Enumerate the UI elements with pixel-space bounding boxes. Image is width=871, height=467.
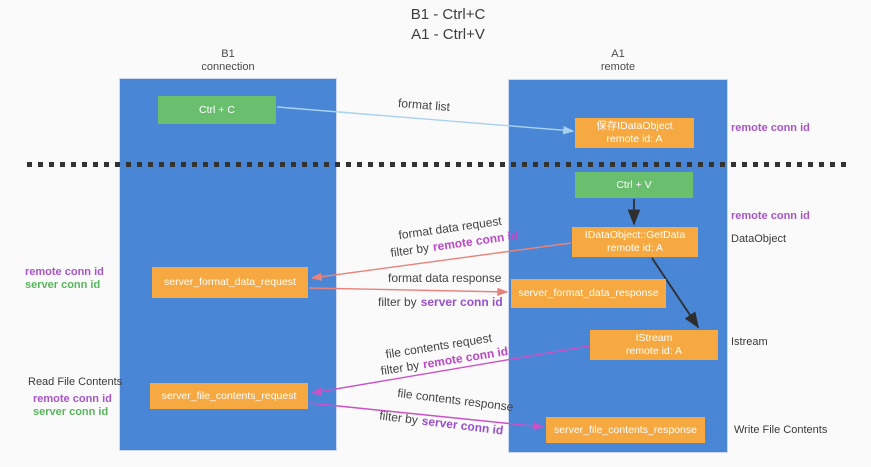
node-idataobject-getdata-remote-id: remote id: A	[606, 242, 664, 254]
server-conn-id-key: server conn id	[420, 413, 505, 438]
lane-b1-title: B1	[221, 48, 235, 60]
filter-by-text: filter by	[389, 240, 430, 260]
node-save-idataobject: 保存IDataObject remote id: A	[575, 118, 694, 148]
diagram-title: B1 - Ctrl+C A1 - Ctrl+V	[248, 5, 648, 45]
lane-a1-title: A1	[611, 48, 625, 60]
annotation-conn-ids-left: remote conn id server conn id	[25, 266, 104, 292]
node-save-idataobject-label: 保存IDataObject	[596, 120, 673, 132]
session-separator-dashed-line	[27, 162, 848, 167]
annotation-remote-conn-id-top-right: remote conn id	[731, 122, 810, 134]
annotation-istream: Istream	[731, 336, 768, 348]
arrow-format-data-response	[308, 287, 509, 297]
annotation-write-file-contents: Write File Contents	[734, 424, 828, 436]
title-line-a1: A1 - Ctrl+V	[411, 26, 485, 43]
node-istream-remote-id: remote id: A	[625, 345, 683, 357]
node-istream: IStream remote id: A	[590, 330, 718, 360]
lane-a1-subtitle: remote	[600, 61, 636, 73]
node-istream-label: IStream	[635, 332, 673, 344]
lane-header-b1: B1 connection	[119, 48, 337, 74]
annotation-conn-ids-left-bottom: remote conn id server conn id	[33, 393, 112, 419]
lane-header-a1: A1 remote	[508, 48, 728, 74]
node-server-file-contents-request: server_file_contents_request	[150, 383, 308, 409]
node-idataobject-getdata: IDataObject::GetData remote id: A	[572, 227, 698, 257]
node-ctrl-v: Ctrl + V	[575, 172, 693, 198]
node-ctrl-c: Ctrl + C	[158, 96, 276, 124]
edge-label-file-contents-response: file contents response	[396, 385, 515, 415]
filter-by-text: filter by	[378, 408, 419, 428]
annotation-read-file-contents: Read File Contents	[28, 376, 123, 388]
node-server-format-data-response: server_format_data_response	[511, 279, 666, 308]
edge-label-format-list: format list	[397, 95, 451, 115]
node-server-format-data-request: server_format_data_request	[152, 267, 308, 298]
node-idataobject-getdata-label: IDataObject::GetData	[584, 229, 686, 241]
title-line-b1: B1 - Ctrl+C	[410, 6, 486, 23]
node-server-file-contents-response: server_file_contents_response	[546, 417, 705, 443]
annotation-remote-conn-id-left-bottom: remote conn id	[33, 393, 112, 405]
filter-by-text: filter by	[378, 295, 417, 309]
annotation-server-conn-id-left-bottom: server conn id	[33, 406, 109, 418]
lane-b1-subtitle: connection	[201, 61, 255, 73]
node-save-idataobject-remote-id: remote id: A	[606, 133, 663, 145]
edge-label-format-data-response: format data response	[388, 271, 502, 285]
annotation-remote-conn-id-left: remote conn id	[25, 266, 104, 278]
annotation-server-conn-id-left: server conn id	[25, 279, 101, 291]
annotation-dataobject: DataObject	[731, 233, 787, 245]
server-conn-id-key: server conn id	[420, 295, 503, 309]
annotation-remote-conn-id-mid-right: remote conn id	[731, 210, 810, 222]
